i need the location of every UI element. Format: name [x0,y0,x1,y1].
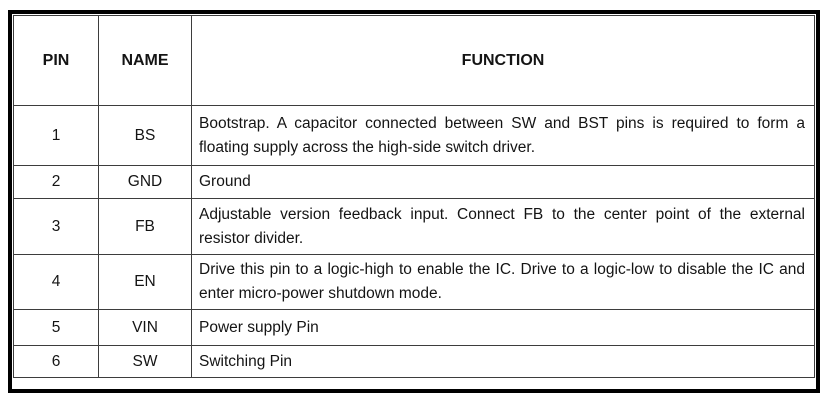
pin-function-table: PIN NAME FUNCTION 1 BS Bootstrap. A capa… [13,15,815,378]
table-row: 6 SW Switching Pin [13,345,815,378]
pin-cell: 4 [13,254,99,310]
function-cell: Switching Pin [191,345,815,378]
function-cell: Bootstrap. A capacitor connected between… [191,105,815,166]
pin-cell: 5 [13,309,99,346]
pin-function-table-frame: PIN NAME FUNCTION 1 BS Bootstrap. A capa… [8,10,820,393]
column-header-function: FUNCTION [191,15,815,106]
name-cell: GND [98,165,192,199]
pin-cell: 3 [13,198,99,255]
table-row: 5 VIN Power supply Pin [13,309,815,346]
function-cell: Ground [191,165,815,199]
table-row: 1 BS Bootstrap. A capacitor connected be… [13,105,815,166]
name-cell: EN [98,254,192,310]
name-cell: SW [98,345,192,378]
pin-cell: 1 [13,105,99,166]
name-cell: VIN [98,309,192,346]
table-row: 4 EN Drive this pin to a logic-high to e… [13,254,815,310]
table-row: 2 GND Ground [13,165,815,199]
name-cell: BS [98,105,192,166]
column-header-pin: PIN [13,15,99,106]
table-row: 3 FB Adjustable version feedback input. … [13,198,815,255]
function-cell: Power supply Pin [191,309,815,346]
function-cell: Adjustable version feedback input. Conne… [191,198,815,255]
header-row: PIN NAME FUNCTION [13,15,815,106]
pin-cell: 2 [13,165,99,199]
pin-cell: 6 [13,345,99,378]
function-cell: Drive this pin to a logic-high to enable… [191,254,815,310]
name-cell: FB [98,198,192,255]
column-header-name: NAME [98,15,192,106]
